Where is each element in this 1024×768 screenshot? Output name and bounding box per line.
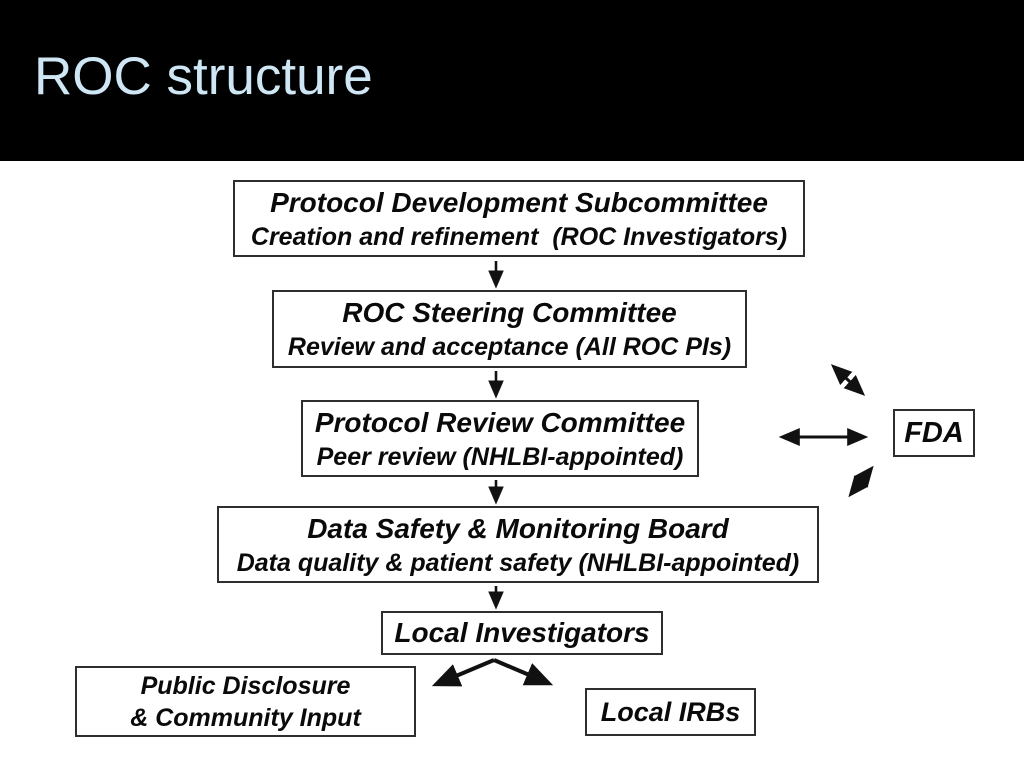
arrow-localinv-to-publicdisclosure-icon — [431, 658, 495, 687]
node-subtitle: Peer review (NHLBI-appointed) — [316, 442, 684, 471]
slide-header: ROC structure — [0, 0, 1024, 161]
node-title: FDA — [904, 417, 964, 449]
node-public-disclosure-community-input: Public Disclosure & Community Input — [75, 666, 416, 737]
node-roc-steering-committee: ROC Steering Committee Review and accept… — [272, 290, 747, 368]
node-title: Local Investigators — [394, 617, 650, 648]
node-subtitle: Data quality & patient safety (NHLBI-app… — [236, 548, 800, 577]
node-local-investigators: Local Investigators — [381, 611, 663, 655]
arrow-fda-upper-bidirectional-icon — [830, 364, 866, 396]
node-line1: Public Disclosure — [140, 671, 351, 700]
node-title: ROC Steering Committee — [342, 297, 677, 328]
node-title: Protocol Review Committee — [314, 406, 686, 438]
node-subtitle: Creation and refinement (ROC Investigato… — [250, 222, 788, 251]
node-fda: FDA — [893, 409, 975, 457]
node-title: Local IRBs — [600, 697, 741, 727]
node-local-irbs: Local IRBs — [585, 688, 756, 736]
arrow-fda-lower-bidirectional-icon — [848, 465, 874, 498]
node-title: Protocol Development Subcommittee — [270, 186, 768, 218]
node-subtitle: Review and acceptance (All ROC PIs) — [287, 333, 732, 361]
node-data-safety-monitoring-board: Data Safety & Monitoring Board Data qual… — [217, 506, 819, 583]
node-line2: & Community Input — [130, 703, 361, 732]
arrow-localinv-to-localirbs-icon — [493, 658, 554, 686]
node-title: Data Safety & Monitoring Board — [307, 512, 729, 544]
slide-title: ROC structure — [34, 47, 373, 106]
node-protocol-review-committee: Protocol Review Committee Peer review (N… — [301, 400, 699, 477]
node-protocol-development-subcommittee: Protocol Development Subcommittee Creati… — [233, 180, 805, 257]
